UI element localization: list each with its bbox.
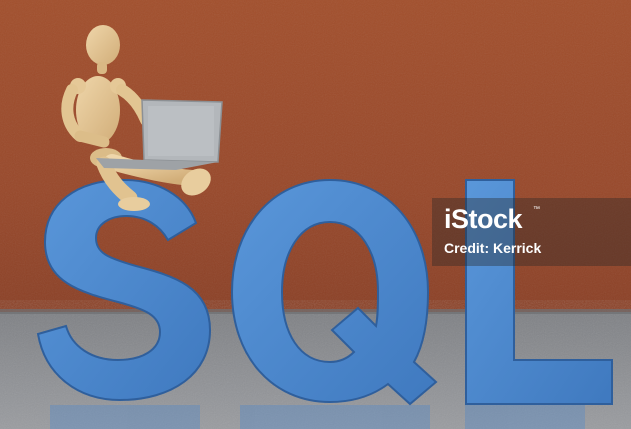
watermark-credit: Credit: Kerrick — [444, 240, 542, 256]
watermark-trademark: ™ — [533, 206, 540, 213]
laptop — [96, 99, 223, 170]
istock-watermark: iStock ™ Credit: Kerrick — [432, 198, 631, 266]
letter-l — [465, 179, 613, 405]
watermark-brand: iStock — [444, 204, 523, 234]
wooden-mannequin — [61, 25, 223, 211]
letter-s — [36, 178, 212, 402]
letter-q — [230, 178, 438, 406]
